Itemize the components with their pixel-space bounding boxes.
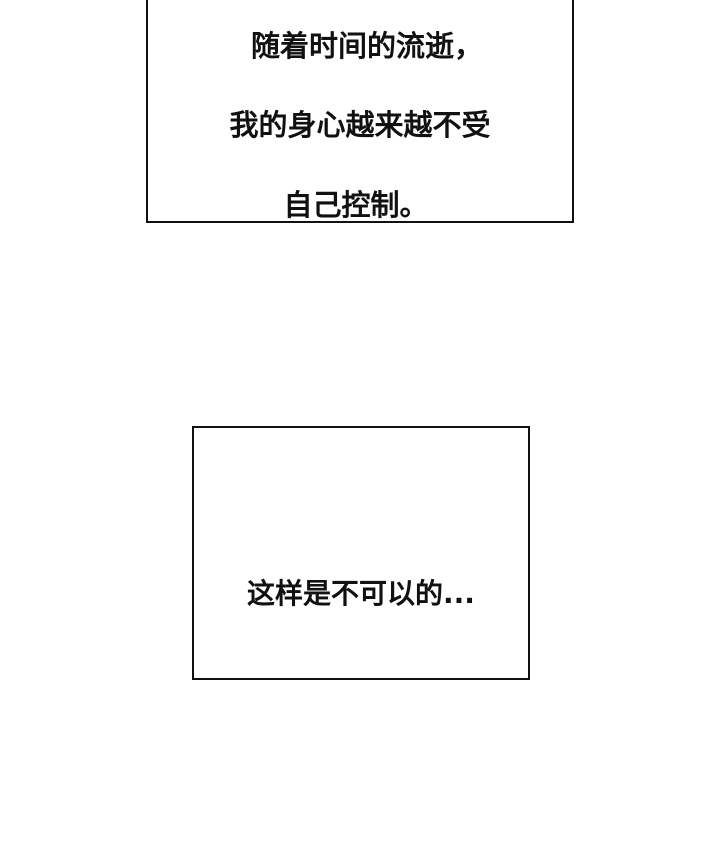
caption-line: 我的身心越来越不受 <box>229 108 491 142</box>
narration-caption-2: 这样是不可以的... <box>194 534 528 614</box>
comic-panel-1: 随着时间的流逝， 我的身心越来越不受 自己控制。 <box>146 0 574 223</box>
caption-line: 自己控制。 <box>283 188 429 222</box>
caption-line: 这样是不可以的... <box>247 577 475 610</box>
narration-caption-1: 随着时间的流逝， 我的身心越来越不受 自己控制。 <box>148 0 572 265</box>
comic-panel-2: 这样是不可以的... <box>192 426 530 680</box>
caption-line: 随着时间的流逝， <box>250 29 483 63</box>
